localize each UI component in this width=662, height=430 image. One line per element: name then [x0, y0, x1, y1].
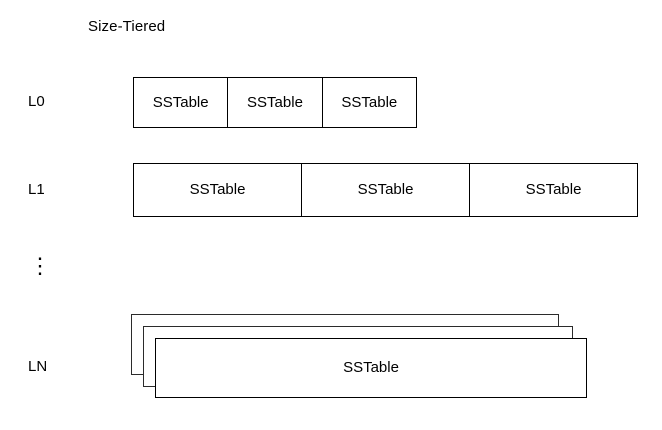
level-label-ln: LN [28, 358, 48, 375]
level-label-l0: L0 [28, 93, 45, 110]
sstable-box: SSTable [155, 338, 587, 398]
sstable-box: SSTable [469, 164, 637, 216]
level-label-l1: L1 [28, 181, 45, 198]
sstable-box: SSTable [134, 164, 301, 216]
diagram-title: Size-Tiered [88, 18, 166, 35]
sstable-box: SSTable [134, 78, 228, 127]
level-row-l0: SSTable SSTable SSTable [133, 77, 417, 128]
sstable-box: SSTable [227, 78, 322, 127]
sstable-box: SSTable [301, 164, 469, 216]
level-row-l1: SSTable SSTable SSTable [133, 163, 638, 217]
vertical-ellipsis-icon: ⋮ [29, 253, 51, 278]
sstable-box: SSTable [321, 78, 416, 127]
